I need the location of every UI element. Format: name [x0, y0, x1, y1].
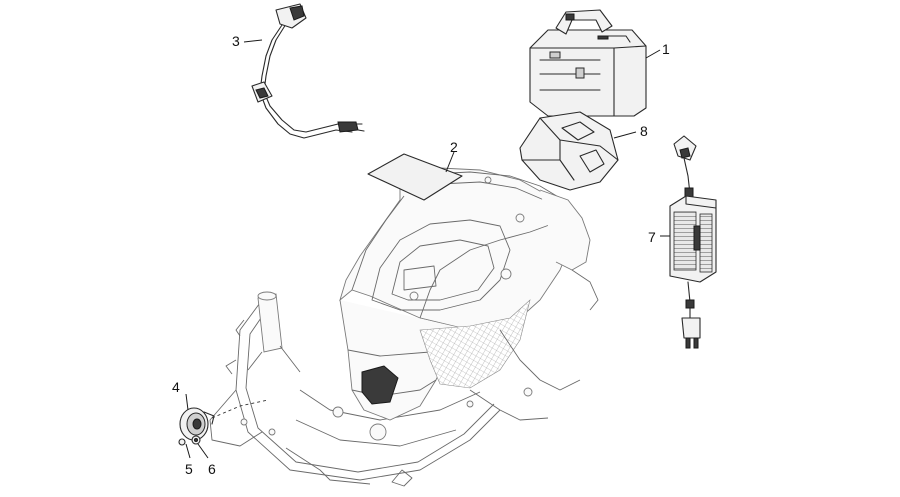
- charger-icon: [669, 135, 717, 349]
- callout-7: 7: [648, 229, 656, 245]
- wiring-harness-icon: [251, 3, 365, 139]
- front-reflector-icon: [361, 365, 399, 405]
- battery-holder-icon: [519, 111, 619, 191]
- leader-lines: [185, 39, 670, 459]
- floor-mesh-icon: [419, 299, 531, 389]
- frame-pivot-icon: [369, 423, 387, 441]
- callout-1: 1: [662, 41, 670, 57]
- callout-2: 2: [450, 139, 458, 155]
- callout-5: 5: [185, 461, 193, 477]
- callout-4: 4: [172, 379, 180, 395]
- nut-icon: [178, 438, 186, 446]
- label-sheet-icon: [367, 153, 463, 201]
- battery-icon: [529, 9, 647, 117]
- scooter-frame-icon: [209, 167, 599, 487]
- callout-numbers: 1 2 3 4 5 6 7 8: [172, 33, 670, 477]
- callout-3: 3: [232, 33, 240, 49]
- callout-6: 6: [208, 461, 216, 477]
- horn-icon: [178, 399, 269, 446]
- callout-8: 8: [640, 123, 648, 139]
